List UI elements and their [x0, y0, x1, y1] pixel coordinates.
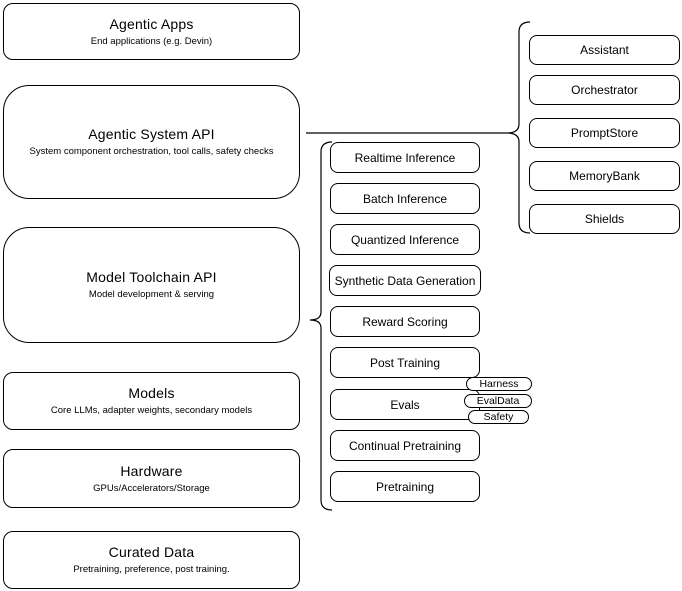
node-hardware: Hardware GPUs/Accelerators/Storage [3, 449, 300, 508]
node-curated-data: Curated Data Pretraining, preference, po… [3, 531, 300, 589]
node-agentic-apps: Agentic Apps End applications (e.g. Devi… [3, 3, 300, 60]
node-realtime-inference: Realtime Inference [330, 142, 480, 173]
node-post-training: Post Training [330, 347, 480, 378]
node-title: Curated Data [108, 544, 195, 560]
node-promptstore: PromptStore [529, 118, 680, 148]
node-title: Hardware [120, 462, 183, 479]
node-synthetic-data-generation: Synthetic Data Generation [329, 265, 481, 296]
node-orchestrator: Orchestrator [529, 75, 680, 105]
tag-harness: Harness [466, 377, 532, 391]
node-assistant: Assistant [529, 35, 680, 65]
node-reward-scoring: Reward Scoring [330, 306, 480, 337]
node-title: Agentic Apps [109, 15, 194, 32]
node-continual-pretraining: Continual Pretraining [330, 430, 480, 461]
node-subtitle: Core LLMs, adapter weights, secondary mo… [50, 405, 253, 416]
node-shields: Shields [529, 204, 680, 234]
node-title: Agentic System API [88, 126, 215, 142]
node-batch-inference: Batch Inference [330, 183, 480, 214]
node-subtitle: Model development & serving [88, 289, 215, 300]
node-memorybank: MemoryBank [529, 161, 680, 191]
node-quantized-inference: Quantized Inference [330, 224, 480, 255]
toolchain-group-brace [309, 141, 333, 511]
tag-safety: Safety [468, 410, 529, 424]
tag-evaldata: EvalData [464, 394, 532, 408]
node-title: Model Toolchain API [86, 269, 217, 285]
node-subtitle: GPUs/Accelerators/Storage [93, 482, 210, 494]
node-agentic-system-api: Agentic System API System component orch… [3, 85, 300, 199]
node-evals: Evals [330, 389, 480, 420]
system-components-brace [506, 21, 531, 234]
node-title: Models [128, 385, 175, 401]
node-pretraining: Pretraining [330, 471, 480, 502]
node-subtitle: System component orchestration, tool cal… [29, 146, 274, 157]
node-subtitle: End applications (e.g. Devin) [90, 35, 213, 47]
node-models: Models Core LLMs, adapter weights, secon… [3, 372, 300, 430]
node-model-toolchain-api: Model Toolchain API Model development & … [3, 227, 300, 343]
node-subtitle: Pretraining, preference, post training. [73, 564, 230, 575]
